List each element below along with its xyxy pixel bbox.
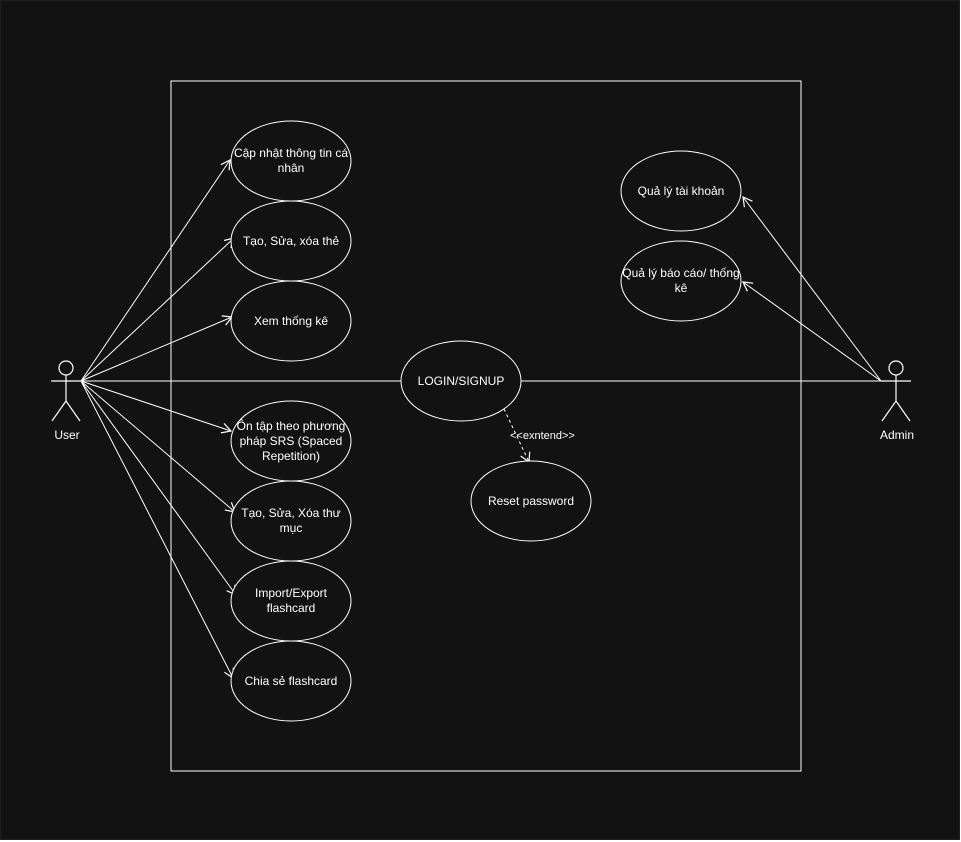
uc-folder-crud-label: Tạo, Sửa, Xóa thư mục bbox=[241, 506, 341, 535]
system-boundary bbox=[170, 80, 802, 772]
uc-reset-password-label: Reset password bbox=[487, 493, 575, 508]
admin-actor-icon bbox=[881, 360, 911, 422]
assoc-admin-manage-reports bbox=[741, 281, 882, 382]
uc-view-stats-shape bbox=[230, 280, 352, 362]
assoc-admin-manage-accounts bbox=[742, 196, 882, 382]
uc-reset-password-shape bbox=[470, 460, 592, 542]
user-actor-icon bbox=[51, 360, 81, 422]
uc-manage-accounts-shape bbox=[620, 150, 742, 232]
uc-login-label: LOGIN/SIGNUP bbox=[417, 373, 505, 388]
assoc-user-srs bbox=[80, 380, 233, 434]
assoc-user-import-export bbox=[80, 380, 237, 597]
user-actor-label: User bbox=[54, 428, 80, 442]
uc-import-export-label: Import/Export flashcard bbox=[254, 586, 328, 615]
assoc-user-folder-crud bbox=[80, 380, 236, 513]
uc-manage-reports-shape bbox=[620, 240, 742, 322]
assoc-user-share bbox=[80, 380, 234, 680]
uc-update-profile-label: Cập nhật thông tin cá nhân bbox=[233, 146, 349, 175]
uc-manage-accounts-label: Quả lý tài khoản bbox=[637, 183, 725, 198]
extend-stereotype-label: <<exntend>> bbox=[510, 430, 575, 442]
admin-actor-label: Admin bbox=[879, 428, 914, 442]
assoc-user-card-crud bbox=[80, 237, 235, 382]
uc-login-shape bbox=[400, 340, 522, 422]
extend-arrow bbox=[503, 408, 531, 464]
uc-share-label: Chia sẻ flashcard bbox=[244, 673, 338, 688]
assoc-user-update-profile bbox=[80, 158, 231, 382]
uc-manage-reports-label: Quả lý báo cáo/ thống kê bbox=[622, 266, 740, 295]
uc-share-shape bbox=[230, 640, 352, 722]
uc-srs-review-label: Ôn tập theo phương pháp SRS (Spaced Repe… bbox=[236, 418, 346, 463]
uc-view-stats-label: Xem thống kê bbox=[253, 313, 329, 328]
uc-card-crud-label: Tạo, Sửa, xóa thẻ bbox=[242, 233, 340, 248]
assoc-user-view-stats bbox=[80, 315, 234, 382]
